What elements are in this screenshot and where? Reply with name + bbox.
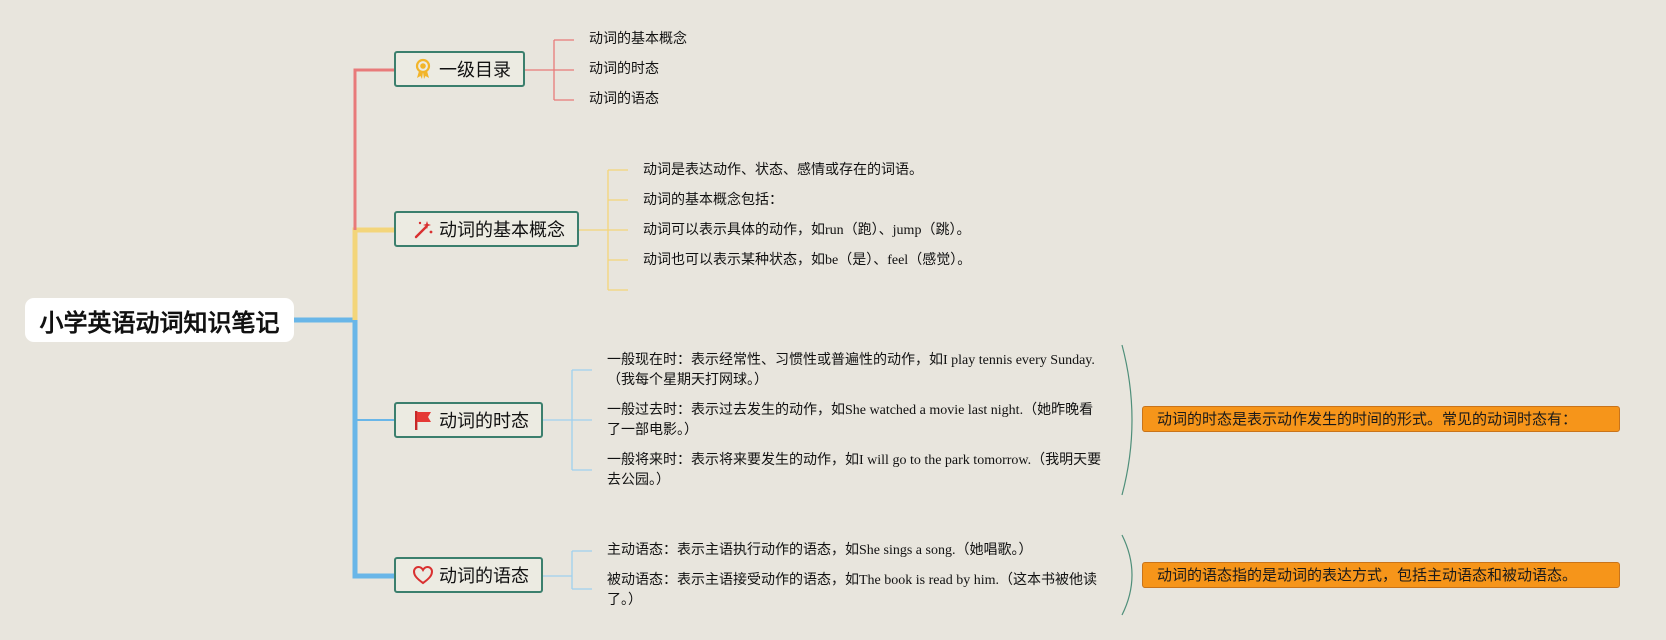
- summary-note-voice[interactable]: 动词的语态指的是动词的表达方式，包括主动语态和被动语态。: [1142, 562, 1620, 588]
- leaf-item[interactable]: 动词的时态: [589, 62, 659, 77]
- branch-basic-concept[interactable]: 动词的基本概念: [394, 211, 579, 247]
- summary-text: 动词的时态是表示动作发生的时间的形式。常见的动词时态有：: [1157, 410, 1578, 428]
- red-flag-icon: [412, 409, 434, 431]
- heart-icon: [412, 564, 434, 586]
- leaf-item[interactable]: 被动语态：表示主语接受动作的语态，如The book is read by hi…: [607, 573, 1097, 608]
- leaf-item[interactable]: 动词的基本概念包括：: [643, 193, 783, 208]
- summary-note-tense[interactable]: 动词的时态是表示动作发生的时间的形式。常见的动词时态有：: [1142, 406, 1620, 432]
- root-title: 小学英语动词知识笔记: [39, 308, 280, 337]
- leaf-item[interactable]: 动词的基本概念: [589, 32, 687, 47]
- magic-wand-icon: [412, 218, 434, 240]
- branch-table-of-contents[interactable]: 一级目录: [394, 51, 525, 87]
- leaf-item[interactable]: 动词也可以表示某种状态，如be（是）、feel（感觉）。: [643, 253, 972, 268]
- leaf-item[interactable]: 一般现在时：表示经常性、习惯性或普遍性的动作，如I play tennis ev…: [607, 353, 1095, 388]
- branch-label: 动词的时态: [439, 411, 529, 432]
- branch-voice[interactable]: 动词的语态: [394, 557, 543, 593]
- summary-text: 动词的语态指的是动词的表达方式，包括主动语态和被动语态。: [1157, 566, 1578, 584]
- leaf-item[interactable]: 一般过去时：表示过去发生的动作，如She watched a movie las…: [607, 403, 1094, 438]
- root-topic[interactable]: 小学英语动词知识笔记: [25, 298, 294, 342]
- leaf-item[interactable]: 主动语态：表示主语执行动作的语态，如She sings a song.（她唱歌。…: [607, 543, 1033, 558]
- award-ribbon-icon: [412, 58, 434, 80]
- branch-label: 动词的语态: [439, 566, 529, 587]
- leaf-item[interactable]: 动词是表达动作、状态、感情或存在的词语。: [643, 163, 923, 178]
- branch-tense[interactable]: 动词的时态: [394, 402, 543, 438]
- leaf-item[interactable]: 一般将来时：表示将来要发生的动作，如I will go to the park …: [607, 453, 1102, 488]
- leaf-item[interactable]: 动词的语态: [589, 92, 659, 107]
- branch-label: 一级目录: [439, 60, 511, 81]
- branch-label: 动词的基本概念: [439, 220, 565, 241]
- leaf-item[interactable]: 动词可以表示具体的动作，如run（跑）、jump（跳）。: [643, 223, 971, 238]
